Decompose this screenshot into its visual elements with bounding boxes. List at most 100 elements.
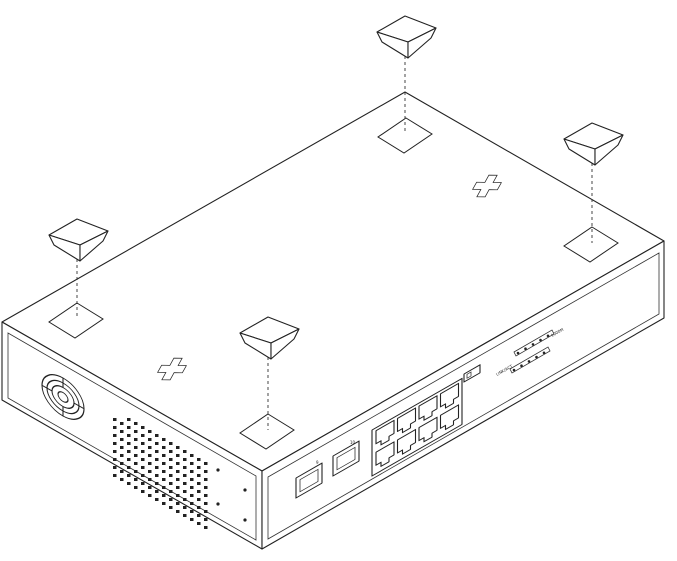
vent-hole	[113, 418, 117, 421]
uplink-port-10-label: 10	[350, 440, 356, 445]
vent-hole	[141, 450, 145, 453]
vent-hole	[169, 490, 173, 493]
vent-hole	[183, 514, 187, 517]
vent-hole	[155, 434, 159, 437]
vent-hole	[141, 482, 145, 485]
vent-hole	[197, 490, 201, 493]
vent-hole	[148, 446, 152, 449]
vent-hole	[155, 498, 159, 501]
vent-hole	[148, 470, 152, 473]
vent-hole	[162, 438, 166, 441]
switch-front-face	[261, 240, 665, 550]
vent-hole	[127, 450, 131, 453]
vent-hole	[183, 466, 187, 469]
vent-hole	[141, 442, 145, 445]
vent-hole	[141, 466, 145, 469]
rj45-port	[439, 382, 460, 409]
vent-hole	[141, 474, 145, 477]
vent-hole	[183, 498, 187, 501]
vent-hole	[169, 474, 173, 477]
vent-hole	[176, 510, 180, 513]
vent-hole	[183, 458, 187, 461]
vent-hole	[113, 426, 117, 429]
vent-hole	[176, 478, 180, 481]
uplink-port-10	[332, 440, 360, 477]
vent-hole	[155, 450, 159, 453]
vent-hole	[120, 470, 124, 473]
led-label-1000m: 1000M	[550, 326, 565, 337]
rj45-port-block	[371, 377, 463, 477]
foot-spot-top-center	[377, 117, 433, 154]
status-led	[520, 364, 523, 368]
vent-hole	[169, 442, 173, 445]
vent-hole	[127, 418, 131, 421]
vent-hole	[183, 482, 187, 485]
vent-hole	[134, 454, 138, 457]
vent-hole	[176, 454, 180, 457]
rj45-port	[375, 441, 395, 467]
vent-hole	[190, 486, 194, 489]
vent-hole	[176, 470, 180, 473]
uplink-port-9	[295, 462, 323, 499]
vent-hole	[176, 462, 180, 465]
vent-hole	[162, 470, 166, 473]
vent-hole	[162, 446, 166, 449]
vent-hole	[183, 506, 187, 509]
status-led	[524, 347, 527, 351]
vent-hole	[204, 486, 208, 489]
vent-grille	[113, 418, 208, 529]
vent-hole	[176, 502, 180, 505]
vent-hole	[204, 518, 208, 521]
vent-hole	[155, 482, 159, 485]
vent-hole	[169, 458, 173, 461]
status-led	[539, 338, 542, 342]
vent-hole	[148, 454, 152, 457]
cross-mark-right	[472, 174, 502, 198]
vent-hole	[155, 442, 159, 445]
status-led	[542, 351, 546, 355]
vent-hole	[176, 486, 180, 489]
vent-hole	[190, 462, 194, 465]
vent-hole	[169, 482, 173, 485]
vent-hole	[204, 494, 208, 497]
vent-hole	[197, 506, 201, 509]
vent-hole	[113, 458, 117, 461]
vent-hole	[190, 478, 194, 481]
vent-hole	[176, 494, 180, 497]
vent-hole	[120, 454, 124, 457]
foot-spot-right	[563, 226, 619, 263]
vent-hole	[183, 474, 187, 477]
vent-hole	[162, 494, 166, 497]
left-panel-frame	[7, 332, 257, 541]
vent-hole	[134, 422, 138, 425]
vent-hole	[127, 474, 131, 477]
vent-hole	[204, 462, 208, 465]
vent-hole	[197, 498, 201, 501]
led-strip	[509, 346, 551, 374]
vent-hole	[190, 518, 194, 521]
vent-hole	[197, 482, 201, 485]
foot-left	[48, 218, 109, 262]
vent-hole	[155, 458, 159, 461]
vent-hole	[204, 478, 208, 481]
vent-hole	[141, 426, 145, 429]
vent-hole	[155, 466, 159, 469]
vent-hole	[134, 462, 138, 465]
status-led	[527, 360, 531, 363]
dip-switch	[463, 364, 481, 383]
vent-hole	[127, 442, 131, 445]
vent-hole	[127, 482, 131, 485]
vent-hole	[190, 470, 194, 473]
foot-top-right	[563, 122, 624, 166]
cross-mark-left	[157, 357, 187, 381]
vent-hole	[127, 458, 131, 461]
vent-hole	[204, 526, 208, 529]
vent-hole	[113, 474, 117, 477]
rj45-port	[396, 407, 417, 434]
rj45-port	[439, 404, 460, 431]
vent-hole	[141, 434, 145, 437]
vent-hole	[204, 470, 208, 473]
vent-hole	[197, 514, 201, 517]
foot-front-center	[239, 316, 300, 360]
